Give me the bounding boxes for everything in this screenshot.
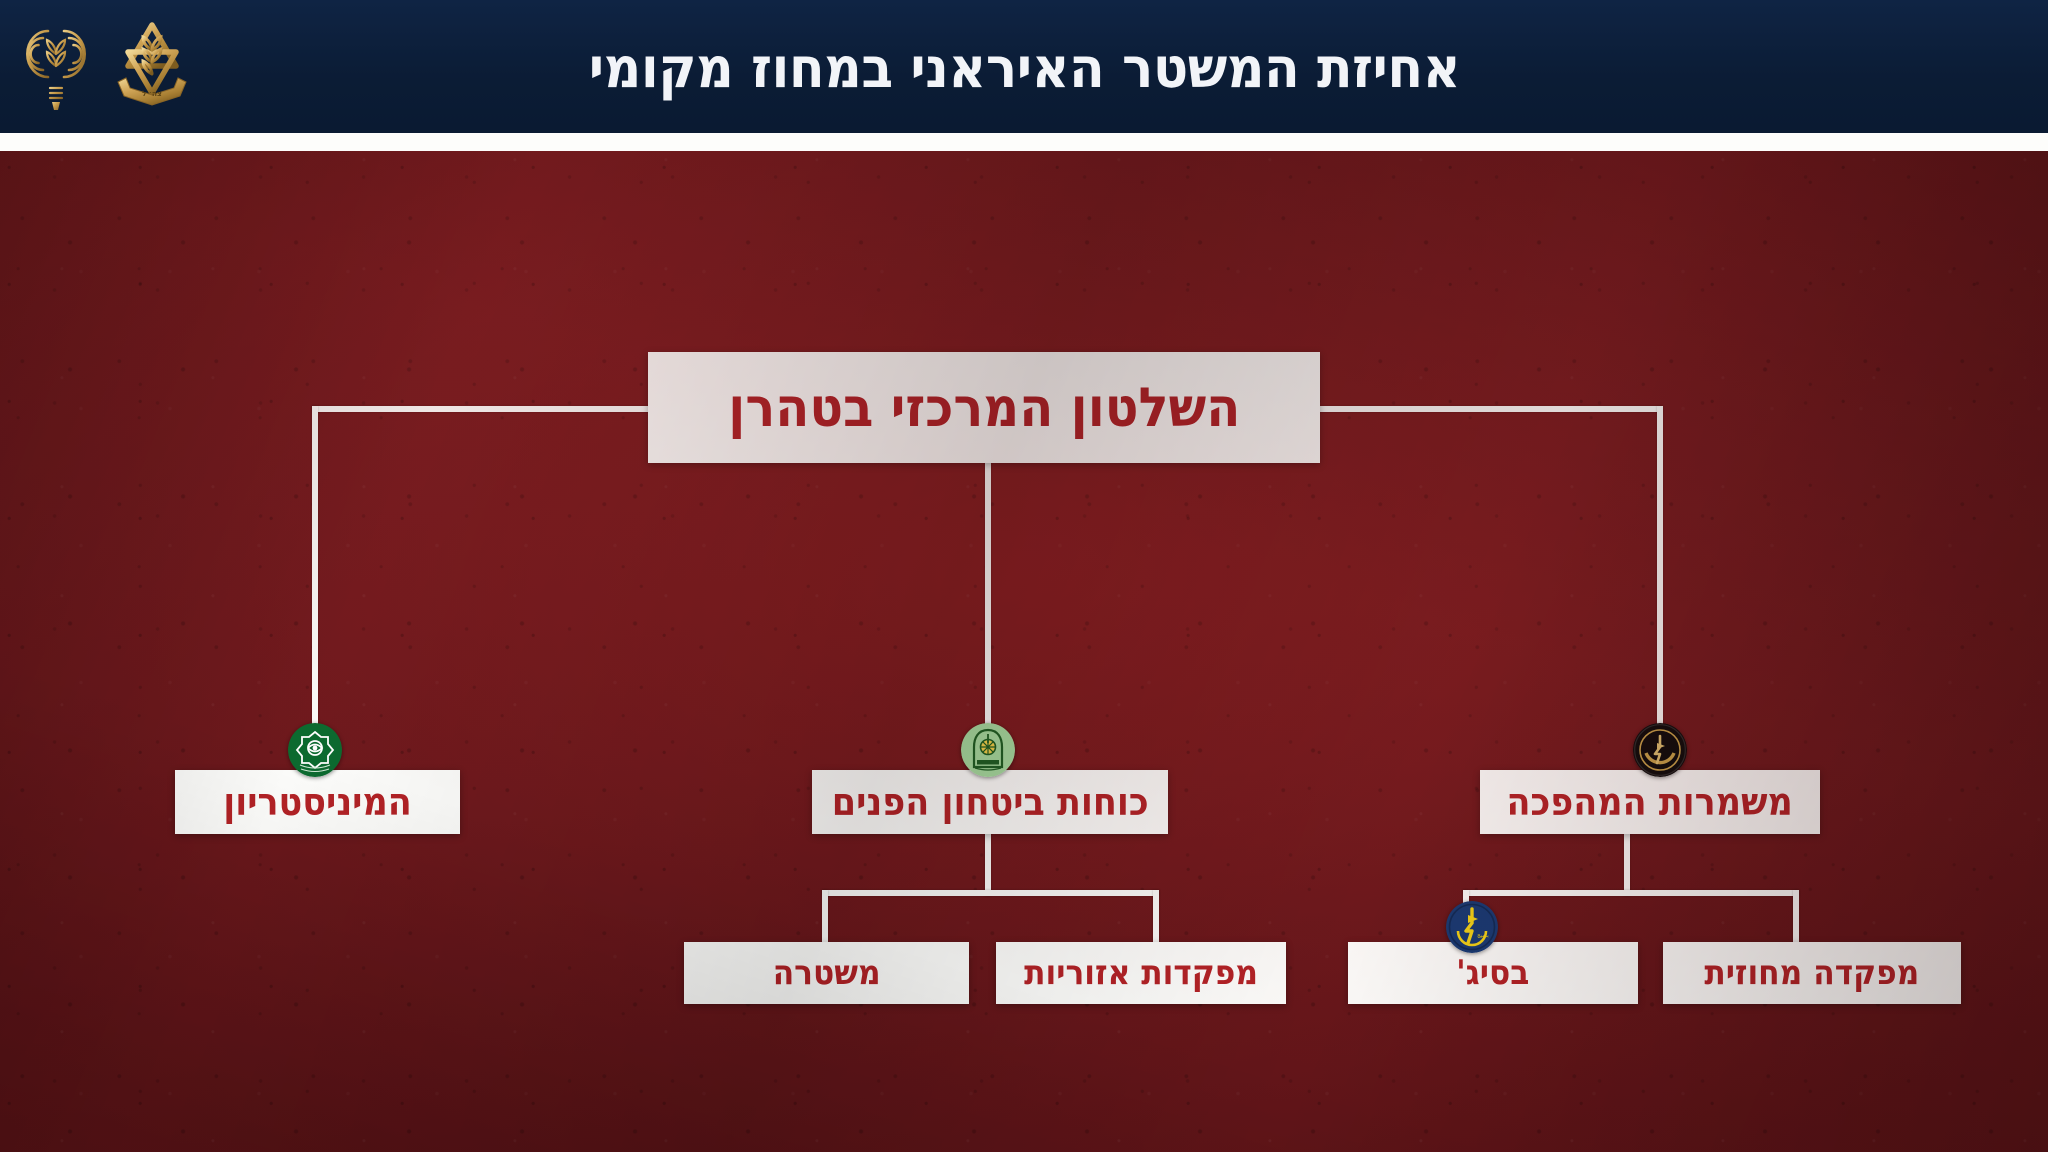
node-label: השלטון המרכזי בטהרן — [727, 375, 1241, 439]
faraja-law-enforcement-emblem-icon — [961, 723, 1015, 777]
connector-root-to-ministry — [312, 406, 318, 728]
node-revolutionary-guards[interactable]: משמרות המהפכה — [1480, 770, 1820, 834]
node-label: משטרה — [772, 953, 881, 993]
idf-emblem-icon: צה״ל — [106, 16, 198, 117]
connector-irgc-bus — [1463, 890, 1799, 896]
page-title: אחיזת המשטר האיראני במחוז מקומי — [0, 0, 2048, 133]
node-provincial-command[interactable]: מפקדה מחוזית — [1663, 942, 1961, 1004]
header-logos: צה״ל — [20, 8, 200, 124]
node-internal-security-forces[interactable]: כוחות ביטחון הפנים — [812, 770, 1168, 834]
connector-to-police — [822, 890, 828, 946]
svg-text:צה״ל: צה״ל — [142, 89, 162, 98]
node-label: בסיג' — [1456, 953, 1530, 993]
node-label: המיניסטריון — [223, 780, 412, 824]
chart-canvas: השלטון המרכזי בטהרן המיניסטריון — [0, 151, 2048, 1152]
slide-header: צה״ל אחיזת המשטר האיראני במחוז מקומי — [0, 0, 2048, 133]
node-central-government-tehran[interactable]: השלטון המרכזי בטהרן — [648, 352, 1320, 463]
page-title-text: אחיזת המשטר האיראני במחוז מקומי — [588, 35, 1460, 101]
idf-spokesperson-unit-emblem-icon — [20, 14, 92, 119]
svg-text:بسیج: بسیج — [1477, 933, 1489, 939]
connector-internal-security-stem — [985, 831, 991, 896]
basij-emblem-icon: بسیج — [1446, 901, 1498, 953]
node-basij[interactable]: בסיג' — [1348, 942, 1638, 1004]
org-chart: השלטון המרכזי בטהרן המיניסטריון — [0, 151, 2048, 1152]
header-divider — [0, 133, 2048, 151]
node-label: משמרות המהפכה — [1506, 780, 1794, 824]
mois-emblem-icon — [288, 723, 342, 777]
node-label: מפקדות אזוריות — [1024, 953, 1258, 993]
connector-irgc-stem — [1624, 831, 1630, 896]
node-ministry[interactable]: המיניסטריון — [175, 770, 460, 834]
node-police[interactable]: משטרה — [684, 942, 969, 1004]
node-label: מפקדה מחוזית — [1704, 953, 1920, 993]
connector-internal-security-bus — [822, 890, 1159, 896]
node-label: כוחות ביטחון הפנים — [831, 780, 1149, 824]
irgc-emblem-icon — [1633, 723, 1687, 777]
connector-to-regional-commands — [1153, 890, 1159, 946]
node-regional-commands[interactable]: מפקדות אזוריות — [996, 942, 1286, 1004]
connector-to-provincial-command — [1793, 890, 1799, 946]
connector-root-to-irgc — [1657, 406, 1663, 728]
connector-root-to-internal-security — [985, 406, 991, 728]
